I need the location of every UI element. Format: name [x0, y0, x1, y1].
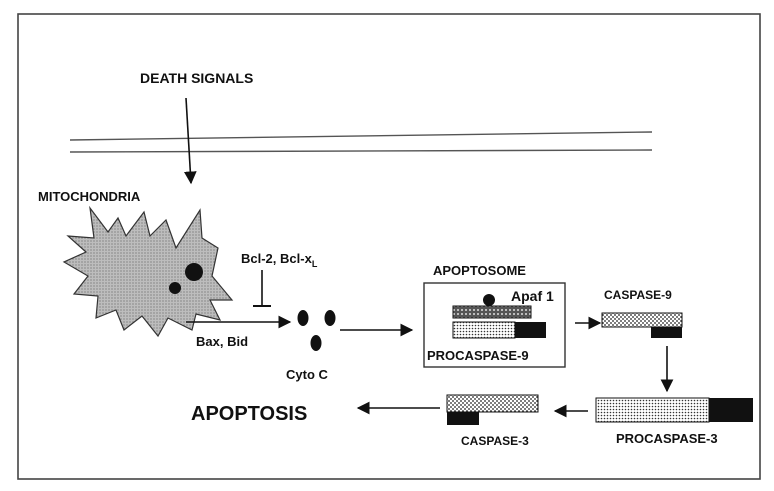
caspase3-bar-tail — [447, 412, 479, 425]
membrane-line-bottom — [70, 150, 652, 152]
cyto-c-label: Cyto C — [286, 367, 329, 382]
mitochondrion-particle-large — [185, 263, 203, 281]
bcl2-label: Bcl-2, Bcl-xL — [241, 251, 318, 269]
caspase9-bar — [602, 313, 682, 327]
caspase9-label: CASPASE-9 — [604, 288, 672, 302]
procaspase3-label: PROCASPASE-3 — [616, 431, 718, 446]
cyto-c-particle — [311, 335, 322, 351]
mitochondrion-particle-small — [169, 282, 181, 294]
apoptosome-label: APOPTOSOME — [433, 263, 526, 278]
procaspase3-bar-dark — [709, 398, 753, 422]
cyto-c-particle — [298, 310, 309, 326]
apaf1-binding-dot — [483, 294, 495, 306]
death-signals-arrow — [186, 98, 191, 183]
membrane-line-top — [70, 132, 652, 140]
cyto-c-particle — [325, 310, 336, 326]
procaspase3-bar-light — [596, 398, 709, 422]
death-signals-label: DEATH SIGNALS — [140, 70, 253, 86]
caspase3-bar — [447, 395, 538, 412]
mitochondria-label: MITOCHONDRIA — [38, 189, 141, 204]
mitochondrion-shape — [64, 208, 232, 336]
procaspase9-bar-dark — [515, 322, 546, 338]
bax-bid-label: Bax, Bid — [196, 334, 248, 349]
procaspase9-label: PROCASPASE-9 — [427, 348, 529, 363]
apaf1-bar — [453, 306, 531, 318]
bcl2-subscript: L — [312, 259, 318, 269]
apoptosis-label: APOPTOSIS — [191, 403, 307, 425]
procaspase9-bar-light — [453, 322, 515, 338]
bcl2-text: Bcl-2, Bcl-x — [241, 251, 313, 266]
caspase3-label: CASPASE-3 — [461, 434, 529, 448]
caspase9-bar-tail — [651, 327, 682, 338]
apaf1-label: Apaf 1 — [511, 288, 554, 304]
